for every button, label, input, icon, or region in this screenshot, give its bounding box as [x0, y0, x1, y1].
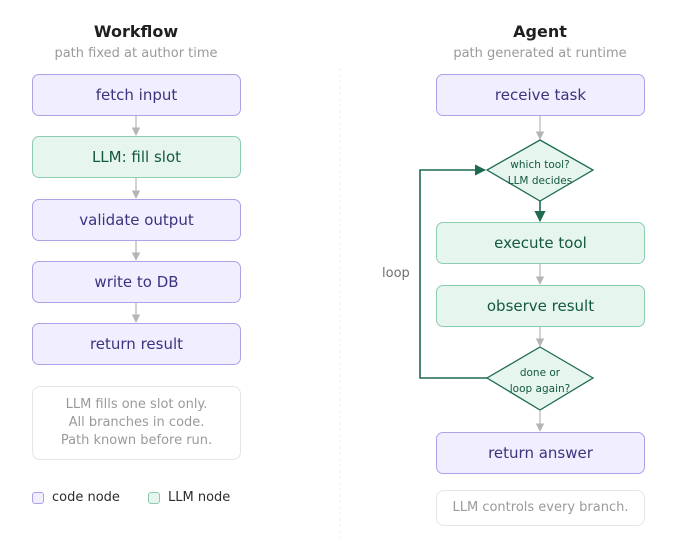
agent-node-receive-task[interactable]: receive task: [436, 74, 645, 116]
workflow-note-line: All branches in code.: [68, 415, 205, 430]
node-label: fetch input: [95, 86, 178, 104]
workflow-title: Workflow: [93, 22, 179, 41]
node-label: observe result: [486, 297, 595, 315]
legend-llm-label: LLM node: [168, 490, 231, 505]
node-label: return result: [89, 335, 184, 353]
workflow-subtitle: path fixed at author time: [54, 46, 218, 61]
workflow-node-validate-output[interactable]: validate output: [32, 199, 241, 241]
agent-node-observe-result[interactable]: observe result: [436, 285, 645, 327]
agent-node-execute-tool[interactable]: execute tool: [436, 222, 645, 264]
node-label: write to DB: [94, 273, 179, 291]
legend-llm-node: LLM node: [148, 490, 230, 505]
node-label: return answer: [488, 444, 593, 462]
legend-code-node: code node: [32, 490, 120, 505]
node-label: receive task: [494, 86, 587, 104]
node-label: LLM: fill slot: [91, 148, 182, 166]
legend-llm-swatch: [148, 491, 160, 504]
agent-note: LLM controls every branch.: [436, 490, 645, 526]
node-label: validate output: [79, 211, 194, 229]
loop-label: loop: [382, 266, 410, 281]
decision-done-or-loop[interactable]: [485, 346, 595, 411]
legend-code-label: code node: [52, 490, 120, 505]
agent-node-return-answer[interactable]: return answer: [436, 432, 645, 474]
decision-which-tool-line2: LLM decides: [508, 175, 573, 187]
workflow-node-return-result[interactable]: return result: [32, 323, 241, 365]
node-label: execute tool: [494, 234, 587, 252]
workflow-note: LLM fills one slot only. All branches in…: [32, 386, 241, 460]
decision-done-line2: loop again?: [510, 383, 570, 395]
agent-note-line: LLM controls every branch.: [452, 500, 629, 515]
workflow-node-llm-fill-slot[interactable]: LLM: fill slot: [32, 136, 241, 178]
decision-done-line1: done or: [520, 367, 561, 379]
legend-code-swatch: [32, 491, 44, 504]
workflow-note-line: LLM fills one slot only.: [65, 397, 208, 412]
agent-loop-edge: [419, 164, 488, 379]
agent-subtitle: path generated at runtime: [453, 46, 627, 61]
workflow-node-fetch-input[interactable]: fetch input: [32, 74, 241, 116]
agent-title: Agent: [513, 22, 567, 41]
decision-which-tool[interactable]: [485, 139, 595, 202]
decision-which-tool-line1: which tool?: [510, 159, 569, 171]
workflow-note-line: Path known before run.: [60, 433, 213, 448]
workflow-node-write-to-db[interactable]: write to DB: [32, 261, 241, 303]
